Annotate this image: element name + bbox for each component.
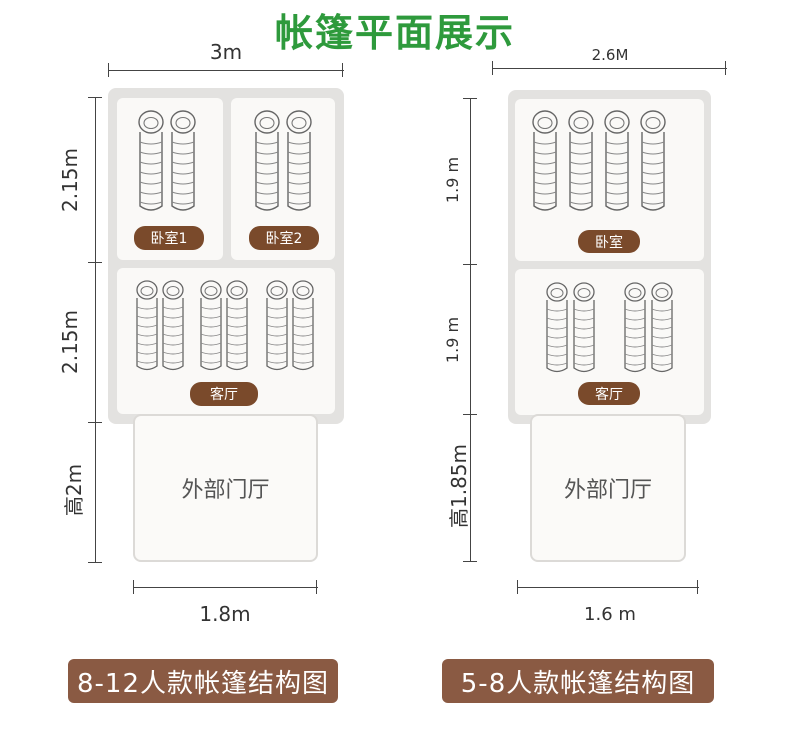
sleeping-bag-icon bbox=[254, 110, 280, 211]
left-bedroom-height-label: 2.15m bbox=[58, 148, 82, 213]
sleeping-bag-icon bbox=[162, 280, 184, 371]
left-height-tick-1 bbox=[88, 97, 102, 98]
left-vestibule-label: 外部门厅 bbox=[181, 478, 270, 503]
right-caption: 5-8人款帐篷结构图 bbox=[442, 659, 714, 703]
sleeping-bag-icon bbox=[226, 280, 248, 371]
sleeping-bag-icon bbox=[170, 110, 196, 211]
left-vestibule-tick-end bbox=[316, 580, 317, 594]
sleeping-bag-icon bbox=[546, 282, 568, 373]
left-vestibule-width-line bbox=[133, 587, 318, 588]
sleeping-bag-icon bbox=[640, 110, 666, 211]
right-width-tick-end bbox=[725, 61, 726, 75]
left-bedroom2-bags bbox=[254, 110, 312, 211]
sleeping-bag-icon bbox=[138, 110, 164, 211]
left-bedroom2-badge: 卧室2 bbox=[249, 226, 319, 250]
right-height-tick-1 bbox=[463, 98, 477, 99]
left-width-tick-end bbox=[342, 63, 343, 77]
left-living-bags bbox=[136, 280, 314, 371]
sleeping-bag-icon bbox=[532, 110, 558, 211]
left-living-badge: 客厅 bbox=[190, 382, 258, 406]
sleeping-bag-icon bbox=[651, 282, 673, 373]
sleeping-bag-icon bbox=[266, 280, 288, 371]
right-living-bags bbox=[546, 282, 673, 373]
page-title: 帐篷平面展示 bbox=[274, 11, 515, 55]
left-vestibule-tick-start bbox=[133, 580, 134, 594]
right-height-tick-4 bbox=[463, 561, 477, 562]
left-vestibule: 外部门厅 bbox=[133, 414, 318, 562]
right-vestibule-tick-start bbox=[517, 580, 518, 594]
sleeping-bag-icon bbox=[573, 282, 595, 373]
right-width-tick-start bbox=[492, 61, 493, 75]
right-height-tick-2 bbox=[463, 264, 477, 265]
left-width-tick-start bbox=[108, 63, 109, 77]
left-height-tick-3 bbox=[88, 422, 102, 423]
right-vestibule-width-line bbox=[517, 587, 699, 588]
left-height-dim-line bbox=[95, 97, 96, 563]
sleeping-bag-icon bbox=[568, 110, 594, 211]
right-bedroom-height-label: 1.9 m bbox=[443, 156, 462, 204]
right-vestibule: 外部门厅 bbox=[530, 414, 686, 562]
right-height-tick-3 bbox=[463, 414, 477, 415]
left-caption: 8-12人款帐篷结构图 bbox=[68, 659, 338, 703]
right-living-badge: 客厅 bbox=[578, 382, 640, 405]
sleeping-bag-icon bbox=[136, 280, 158, 371]
sleeping-bag-icon bbox=[200, 280, 222, 371]
right-living-height-label: 1.9 m bbox=[443, 316, 462, 364]
left-vestibule-width-label: 1.8m bbox=[199, 602, 251, 626]
right-vestibule-width-label: 1.6 m bbox=[584, 604, 636, 625]
right-width-label: 2.6M bbox=[591, 46, 629, 64]
right-bedroom-badge: 卧室 bbox=[578, 230, 640, 253]
left-living-height-label: 2.15m bbox=[58, 310, 82, 375]
left-width-label: 3m bbox=[209, 40, 243, 64]
sleeping-bag-icon bbox=[286, 110, 312, 211]
right-width-dim-line bbox=[492, 68, 727, 69]
left-width-dim-line bbox=[108, 70, 344, 71]
left-vestibule-height-label: 高2m bbox=[62, 463, 86, 517]
right-vestibule-label: 外部门厅 bbox=[563, 478, 652, 503]
left-bedroom1-badge: 卧室1 bbox=[134, 226, 204, 250]
sleeping-bag-icon bbox=[604, 110, 630, 211]
right-height-dim-line bbox=[470, 98, 471, 562]
sleeping-bag-icon bbox=[624, 282, 646, 373]
left-height-tick-2 bbox=[88, 262, 102, 263]
sleeping-bag-icon bbox=[292, 280, 314, 371]
right-bedroom-bags bbox=[532, 110, 666, 211]
right-vestibule-tick-end bbox=[697, 580, 698, 594]
left-height-tick-4 bbox=[88, 562, 102, 563]
left-bedroom1-bags bbox=[138, 110, 196, 211]
right-vestibule-height-label: 高1.85m bbox=[447, 444, 471, 529]
